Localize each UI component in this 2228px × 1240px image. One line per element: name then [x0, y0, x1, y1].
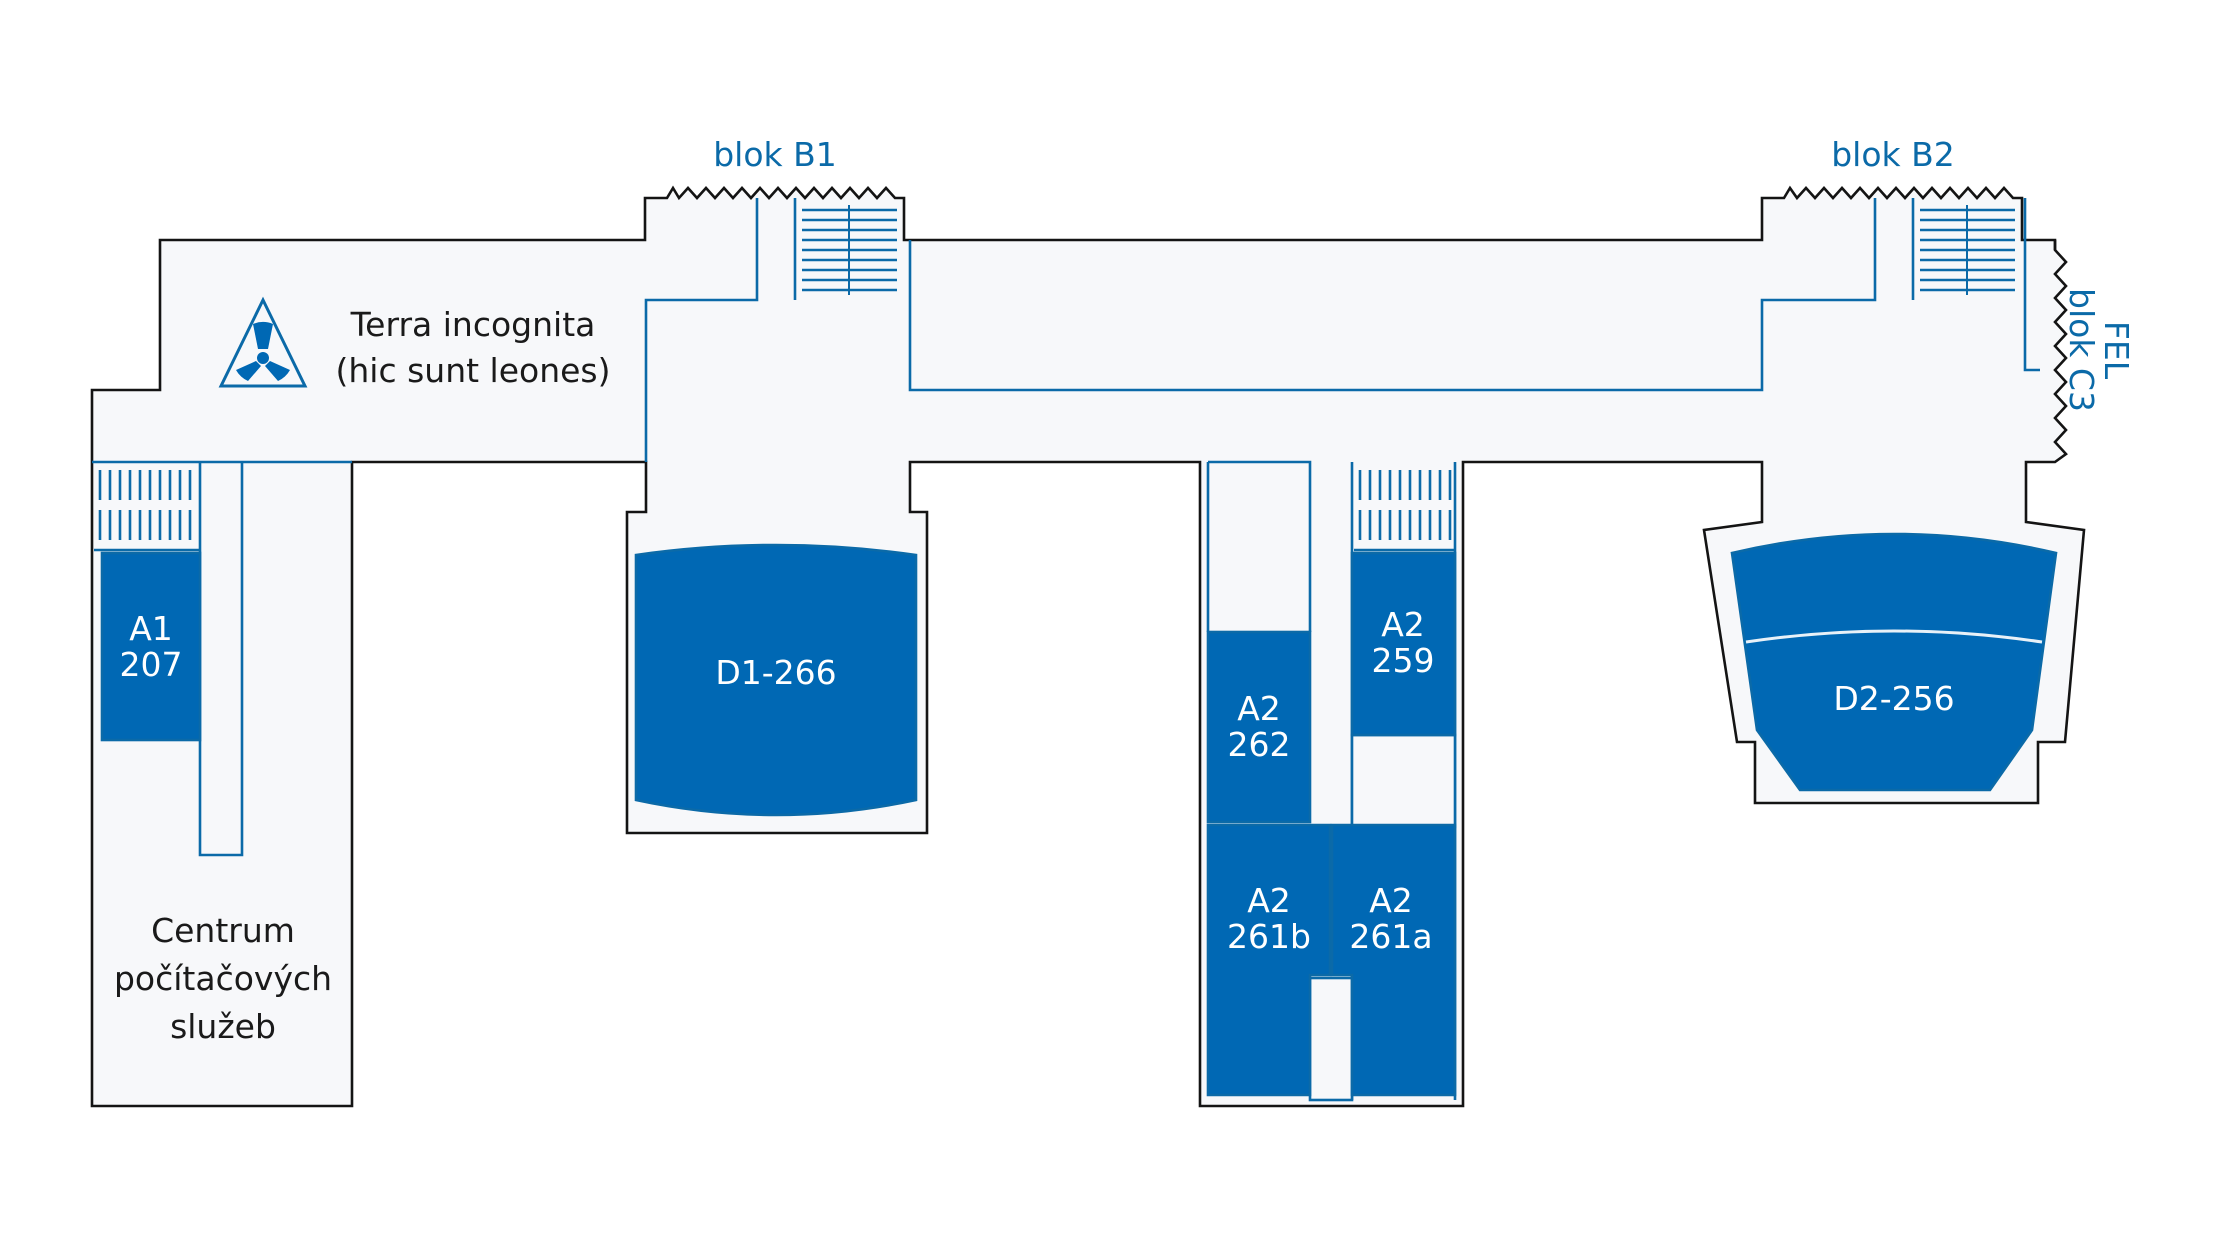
block-c3-line2: blok C3: [2062, 288, 2101, 412]
building-outline: [90, 185, 2086, 1108]
corridor-upper: [908, 198, 1877, 392]
block-b2-label: blok B2: [1831, 135, 1955, 174]
stairs-a2: [1354, 470, 1455, 552]
room-a2-261b-line1: A2: [1247, 881, 1291, 920]
c3-passage: [2023, 198, 2040, 372]
b1-corridor-wall: [644, 198, 759, 462]
room-d2-256[interactable]: D2-256: [1730, 532, 2058, 792]
room-a2-262[interactable]: A2 262: [1206, 630, 1312, 824]
radiation-icon: [218, 296, 308, 388]
a2-small-room: [1350, 733, 1457, 829]
terra-incognita-label: Terra incognita: [350, 305, 596, 344]
centrum-label-line1: Centrum: [151, 911, 295, 950]
centrum-label-line3: služeb: [170, 1007, 276, 1046]
room-a1-207[interactable]: A1 207: [100, 551, 202, 742]
stairs-a1: [94, 470, 200, 552]
room-a2-262-line1: A2: [1237, 689, 1281, 728]
room-d2-256-label: D2-256: [1833, 679, 1954, 718]
stairs-b1: [802, 205, 897, 295]
block-c3-line1: FEL: [2097, 321, 2136, 380]
block-b1-label: blok B1: [713, 135, 837, 174]
room-a2-262-line2: 262: [1228, 725, 1291, 764]
block-c3-label: FEL blok C3: [2062, 288, 2136, 412]
centrum-label-line2: počítačových: [114, 959, 332, 998]
a2-passage: [1308, 976, 1354, 1102]
room-a2-259-line2: 259: [1372, 641, 1435, 680]
room-a2-259-line1: A2: [1381, 605, 1425, 644]
room-a2-261b-line2: 261b: [1227, 917, 1311, 956]
room-a1-207-line1: A1: [129, 609, 173, 648]
room-a1-207-line2: 207: [120, 645, 183, 684]
a2-left-corridor: [1206, 460, 1312, 632]
room-a2-261a[interactable]: A2 261a: [1330, 823, 1457, 1097]
room-a2-261a-line1: A2: [1369, 881, 1413, 920]
room-a2-261a-line2: 261a: [1349, 917, 1432, 956]
room-d1-266-label: D1-266: [715, 653, 836, 692]
room-d1-266[interactable]: D1-266: [634, 543, 918, 817]
stairs-b2: [1920, 205, 2015, 295]
room-a2-261b[interactable]: A2 261b: [1206, 823, 1332, 1097]
room-a2-259[interactable]: A2 259: [1350, 551, 1457, 737]
terra-incognita-sublabel: (hic sunt leones): [336, 351, 611, 390]
